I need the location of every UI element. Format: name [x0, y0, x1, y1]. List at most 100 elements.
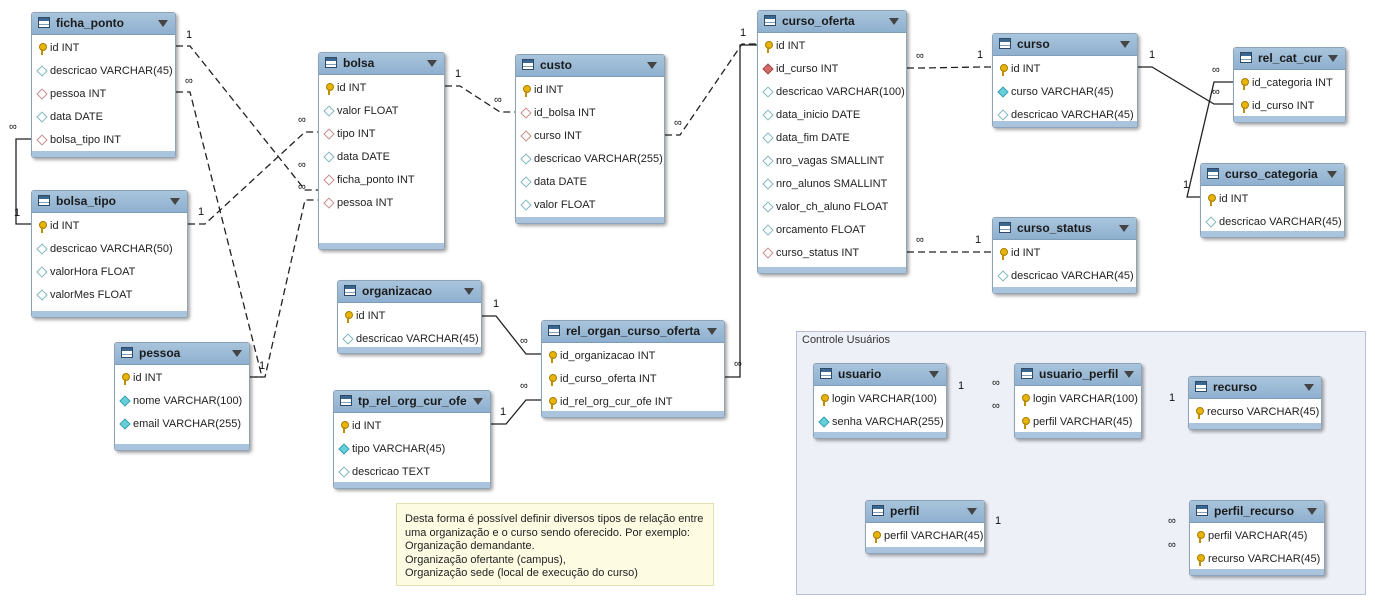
- table-header[interactable]: perfil_recurso: [1190, 501, 1324, 523]
- column-row[interactable]: data_inicio DATE: [758, 104, 906, 127]
- column-row[interactable]: id_curso INT: [1234, 95, 1345, 118]
- column-row[interactable]: valor FLOAT: [319, 100, 444, 123]
- column-row[interactable]: data_fim DATE: [758, 127, 906, 150]
- column-row[interactable]: id_organizacao INT: [542, 345, 724, 368]
- table-header[interactable]: curso_status: [993, 218, 1136, 240]
- column-row[interactable]: valorHora FLOAT: [32, 261, 187, 284]
- collapse-arrow-icon[interactable]: [1120, 41, 1130, 48]
- column-row[interactable]: id_rel_org_cur_ofe INT: [542, 391, 724, 414]
- column-row[interactable]: id INT: [516, 79, 664, 102]
- collapse-arrow-icon[interactable]: [889, 18, 899, 25]
- collapse-arrow-icon[interactable]: [647, 62, 657, 69]
- column-row[interactable]: id INT: [115, 367, 249, 390]
- table-header[interactable]: curso_oferta: [758, 11, 906, 33]
- column-row[interactable]: valor FLOAT: [516, 194, 664, 217]
- column-row[interactable]: email VARCHAR(255): [115, 413, 249, 436]
- column-row[interactable]: data DATE: [516, 171, 664, 194]
- column-row[interactable]: descricao VARCHAR(50): [32, 238, 187, 261]
- table-header[interactable]: curso_categoria: [1201, 164, 1344, 186]
- column-row[interactable]: recurso VARCHAR(45): [1190, 548, 1324, 571]
- collapse-arrow-icon[interactable]: [170, 198, 180, 205]
- column-row[interactable]: ficha_ponto INT: [319, 169, 444, 192]
- column-row[interactable]: descricao VARCHAR(255): [516, 148, 664, 171]
- column-row[interactable]: id INT: [338, 305, 481, 328]
- column-row[interactable]: tipo VARCHAR(45): [334, 438, 490, 461]
- table-header[interactable]: tp_rel_org_cur_ofe: [334, 391, 490, 413]
- column-row[interactable]: curso_status INT: [758, 242, 906, 265]
- table-header[interactable]: curso: [993, 34, 1137, 56]
- column-row[interactable]: id_categoria INT: [1234, 72, 1345, 95]
- column-row[interactable]: login VARCHAR(100): [1015, 388, 1141, 411]
- column-row[interactable]: id INT: [1201, 188, 1344, 211]
- column-row[interactable]: orcamento FLOAT: [758, 219, 906, 242]
- column-row[interactable]: valor_ch_aluno FLOAT: [758, 196, 906, 219]
- table-header[interactable]: usuario_perfil: [1015, 364, 1141, 386]
- table-header[interactable]: recurso: [1189, 377, 1321, 399]
- column-row[interactable]: id INT: [32, 37, 175, 60]
- column-row[interactable]: nro_vagas SMALLINT: [758, 150, 906, 173]
- column-row[interactable]: descricao VARCHAR(45): [338, 328, 481, 351]
- column-row[interactable]: curso VARCHAR(45): [993, 81, 1137, 104]
- column-row[interactable]: perfil VARCHAR(45): [866, 525, 984, 548]
- collapse-arrow-icon[interactable]: [1307, 508, 1317, 515]
- collapse-arrow-icon[interactable]: [158, 20, 168, 27]
- column-row[interactable]: perfil VARCHAR(45): [1015, 411, 1141, 434]
- column-row[interactable]: id INT: [993, 58, 1137, 81]
- collapse-arrow-icon[interactable]: [427, 60, 437, 67]
- column-row[interactable]: curso INT: [516, 125, 664, 148]
- collapse-arrow-icon[interactable]: [1327, 171, 1337, 178]
- collapse-arrow-icon[interactable]: [1119, 225, 1129, 232]
- table-header[interactable]: bolsa: [319, 53, 444, 75]
- column-row[interactable]: descricao VARCHAR(45): [993, 104, 1137, 127]
- column-row[interactable]: id_curso_oferta INT: [542, 368, 724, 391]
- collapse-arrow-icon[interactable]: [232, 350, 242, 357]
- collapse-arrow-icon[interactable]: [1304, 384, 1314, 391]
- column-row[interactable]: tipo INT: [319, 123, 444, 146]
- column-row[interactable]: valorMes FLOAT: [32, 284, 187, 307]
- table-header[interactable]: usuario: [814, 364, 946, 386]
- column-row[interactable]: id INT: [319, 77, 444, 100]
- table-header[interactable]: ficha_ponto: [32, 13, 175, 35]
- column-row[interactable]: descricao VARCHAR(45): [993, 265, 1136, 288]
- table-header[interactable]: perfil: [866, 501, 984, 523]
- collapse-arrow-icon[interactable]: [967, 508, 977, 515]
- column-row[interactable]: login VARCHAR(100): [814, 388, 946, 411]
- column-row[interactable]: nro_alunos SMALLINT: [758, 173, 906, 196]
- column-row[interactable]: bolsa_tipo INT: [32, 129, 175, 152]
- column-row[interactable]: descricao VARCHAR(45): [32, 60, 175, 83]
- table-header[interactable]: organizacao: [338, 281, 481, 303]
- column-row[interactable]: descricao TEXT: [334, 461, 490, 484]
- column-row[interactable]: nome VARCHAR(100): [115, 390, 249, 413]
- column-row[interactable]: data DATE: [319, 146, 444, 169]
- column-row[interactable]: recurso VARCHAR(45): [1189, 401, 1321, 424]
- table-header[interactable]: bolsa_tipo: [32, 191, 187, 213]
- column-row[interactable]: senha VARCHAR(255): [814, 411, 946, 434]
- collapse-arrow-icon[interactable]: [464, 288, 474, 295]
- column-row[interactable]: id_bolsa INT: [516, 102, 664, 125]
- column-row[interactable]: pessoa INT: [319, 192, 444, 215]
- column-row[interactable]: descricao VARCHAR(100): [758, 81, 906, 104]
- column-row[interactable]: data DATE: [32, 106, 175, 129]
- column-row[interactable]: id INT: [993, 242, 1136, 265]
- table-header[interactable]: custo: [516, 55, 664, 77]
- column-row[interactable]: id_curso INT: [758, 58, 906, 81]
- table-header[interactable]: rel_cat_cur: [1234, 48, 1345, 70]
- collapse-arrow-icon[interactable]: [473, 398, 483, 405]
- table-header[interactable]: rel_organ_curso_oferta: [542, 321, 724, 343]
